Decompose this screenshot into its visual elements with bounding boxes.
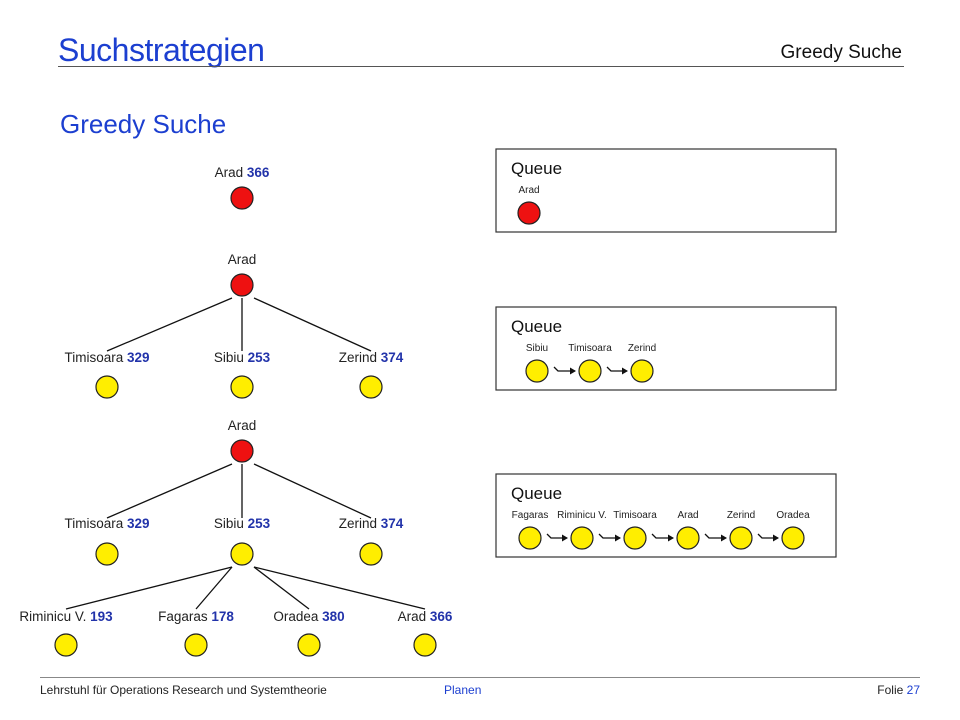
tree-node xyxy=(230,375,254,399)
queue-item-label: Arad xyxy=(518,185,539,196)
queue-item-node xyxy=(729,526,753,550)
footer-chair-name: Lehrstuhl für Operations Research und Sy… xyxy=(40,683,327,697)
tree-node-label: Timisoara 329 xyxy=(64,516,149,531)
tree-node-label: Arad xyxy=(228,252,257,267)
queue-box xyxy=(495,473,837,558)
tree-edge xyxy=(253,566,310,610)
tree-node-label: Zerind 374 xyxy=(339,350,404,365)
tree-node xyxy=(95,542,119,566)
queue-title: Queue xyxy=(511,484,562,503)
section-heading: Greedy Suche xyxy=(60,109,227,139)
queue-item-node xyxy=(570,526,594,550)
tree-edge xyxy=(253,463,372,519)
tree-edge xyxy=(106,297,233,352)
queue-arrow xyxy=(757,533,778,539)
queue-item-label: Sibiu xyxy=(526,343,548,354)
queue-arrow xyxy=(651,533,673,539)
queue-item-node xyxy=(578,359,602,383)
tree-node-label: Sibiu 253 xyxy=(214,516,271,531)
queue-item-node xyxy=(517,201,541,225)
title-divider xyxy=(58,66,904,67)
tree-node-label: Riminicu V. 193 xyxy=(19,609,113,624)
queue-arrow xyxy=(546,533,567,539)
tree-node xyxy=(184,633,208,657)
footer-divider xyxy=(40,677,920,678)
footer-topic: Planen xyxy=(444,683,482,697)
queue-box xyxy=(495,306,837,391)
queue-arrow xyxy=(598,533,620,539)
queue-title: Queue xyxy=(511,159,562,178)
queue-item-label: Fagaras xyxy=(512,510,549,521)
queue-item-node xyxy=(525,359,549,383)
tree-edge xyxy=(195,566,233,610)
tree-edge xyxy=(65,566,233,610)
tree-node-label: Arad xyxy=(228,418,257,433)
tree-node xyxy=(54,633,78,657)
queue-title: Queue xyxy=(511,317,562,336)
queue-item-node xyxy=(630,359,654,383)
queue-item-label: Riminicu V. xyxy=(557,510,607,521)
tree-node-label: Timisoara 329 xyxy=(64,350,149,365)
tree-node xyxy=(230,186,254,210)
tree-edge xyxy=(253,297,372,352)
tree-node xyxy=(230,273,254,297)
queue-item-node xyxy=(518,526,542,550)
tree-node-label: Zerind 374 xyxy=(339,516,404,531)
queue-arrowhead xyxy=(622,367,628,375)
queue-arrowhead xyxy=(562,534,568,542)
queue-item-node xyxy=(623,526,647,550)
tree-node-label: Arad 366 xyxy=(398,609,453,624)
tree-node-label: Oradea 380 xyxy=(273,609,344,624)
queue-item-node xyxy=(781,526,805,550)
queue-arrow xyxy=(606,366,627,372)
tree-edge xyxy=(106,463,233,519)
queue-item-node xyxy=(676,526,700,550)
footer-slide-label: Folie xyxy=(877,683,904,697)
footer-slide-number: Folie 27 xyxy=(877,683,920,697)
queue-arrow xyxy=(553,366,575,372)
tree-node xyxy=(359,375,383,399)
queue-item-label: Zerind xyxy=(628,343,656,354)
tree-node xyxy=(297,633,321,657)
queue-arrowhead xyxy=(570,367,576,375)
tree-edge xyxy=(253,566,426,610)
queue-arrowhead xyxy=(668,534,674,542)
tree-node-label: Arad 366 xyxy=(215,165,270,180)
queue-item-label: Timisoara xyxy=(568,343,612,354)
tree-node-label: Sibiu 253 xyxy=(214,350,271,365)
slide-subtitle: Greedy Suche xyxy=(780,42,902,63)
tree-node-label: Fagaras 178 xyxy=(158,609,234,624)
tree-node xyxy=(95,375,119,399)
tree-node xyxy=(413,633,437,657)
queue-item-label: Arad xyxy=(677,510,698,521)
queue-item-label: Oradea xyxy=(776,510,810,521)
slide-title: Suchstrategien xyxy=(58,32,265,68)
queue-arrowhead xyxy=(615,534,621,542)
queue-box xyxy=(495,148,837,233)
tree-node xyxy=(359,542,383,566)
queue-arrow xyxy=(704,533,726,539)
footer-slide-num: 27 xyxy=(906,683,920,697)
queue-item-label: Timisoara xyxy=(613,510,657,521)
tree-node xyxy=(230,439,254,463)
queue-item-label: Zerind xyxy=(727,510,755,521)
queue-arrowhead xyxy=(721,534,727,542)
queue-arrowhead xyxy=(773,534,779,542)
tree-node xyxy=(230,542,254,566)
